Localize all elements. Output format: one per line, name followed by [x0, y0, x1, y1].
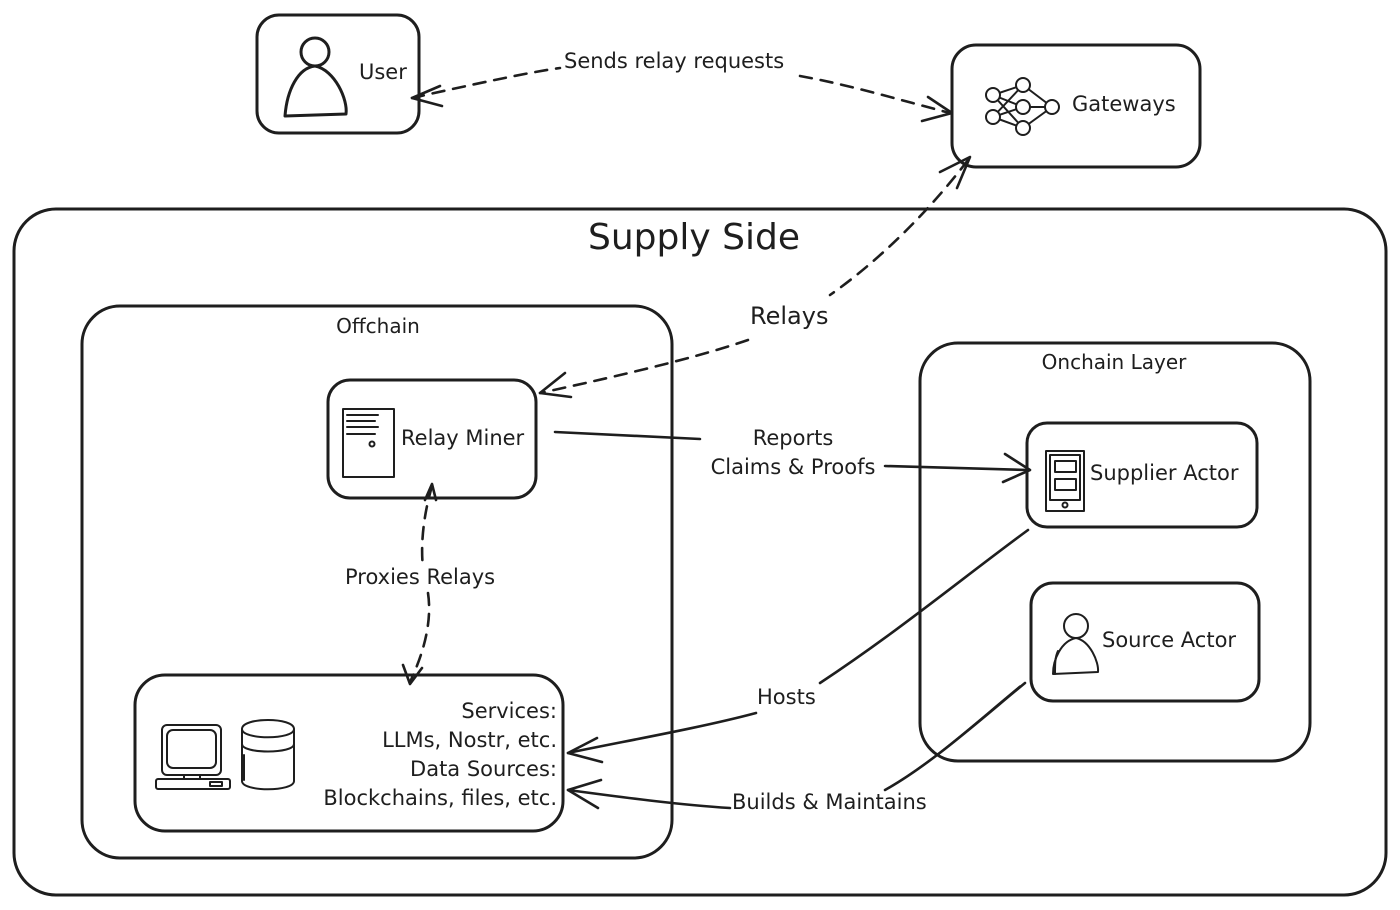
arrowhead-relayminer [538, 371, 573, 399]
relay-miner-node-box[interactable] [326, 378, 538, 500]
edge-supplier-services [566, 528, 1030, 755]
arrowhead-services-builds [566, 778, 603, 810]
supplier-actor-node-label: Supplier Actor [1090, 461, 1239, 485]
edge-gateways-relayminer [538, 158, 970, 395]
source-actor-node-label: Source Actor [1102, 628, 1237, 652]
edge-label-builds-maintains: Builds & Maintains [732, 790, 927, 814]
arrowhead-services-hosts [566, 736, 604, 764]
person-icon [1052, 613, 1100, 675]
edge-label-hosts: Hosts [757, 685, 816, 709]
edge-relayminer-services [408, 484, 434, 684]
gateways-node-box[interactable] [950, 43, 1202, 169]
arrowhead-gateways [920, 95, 954, 123]
person-icon [283, 36, 348, 118]
arrowhead-services [401, 663, 424, 686]
services-node-text: Services: LLMs, Nostr, etc. Data Sources… [323, 697, 557, 813]
offchain-group [80, 304, 674, 860]
services-line: Services: [461, 699, 557, 723]
edge-label-line: Claims & Proofs [710, 455, 876, 479]
services-line: Data Sources: [410, 757, 557, 781]
edge-relayminer-supplier [553, 430, 1030, 472]
arrowhead-relayminer-2 [423, 482, 438, 502]
database-icon [241, 719, 295, 791]
computer-icon [155, 724, 231, 790]
edge-label-sends-relay-requests: Sends relay requests [564, 49, 785, 73]
supplier-actor-node-box[interactable] [1025, 421, 1259, 529]
services-line: Blockchains, files, etc. [323, 786, 557, 810]
mobile-device-icon [1045, 450, 1085, 512]
onchain-group-label: Onchain Layer [1041, 350, 1187, 374]
supply-side-title: Supply Side [588, 217, 800, 258]
arrowhead-user [410, 84, 444, 108]
relay-miner-node-label: Relay Miner [401, 426, 525, 450]
edge-label-relays: Relays [750, 302, 829, 330]
services-line: LLMs, Nostr, etc. [382, 728, 557, 752]
edge-label-reports-claims-proofs: Reports Claims & Proofs [711, 424, 876, 482]
server-icon [342, 408, 395, 478]
edge-label-line: Reports [752, 426, 834, 450]
neural-network-icon [985, 77, 1060, 136]
edge-label-proxies-relays: Proxies Relays [342, 567, 499, 588]
supply-side-container [12, 207, 1388, 897]
source-actor-node-box[interactable] [1029, 581, 1261, 703]
user-node-label: User [359, 60, 407, 84]
arrowhead-supplier [1001, 452, 1032, 484]
edge-user-gateways [410, 66, 952, 115]
offchain-group-label: Offchain [336, 314, 420, 338]
gateways-node-label: Gateways [1072, 92, 1176, 116]
user-node-box[interactable] [255, 13, 421, 135]
services-node-box[interactable] [133, 673, 565, 833]
arrowhead-gateways-2 [938, 155, 972, 190]
onchain-group [918, 341, 1312, 763]
